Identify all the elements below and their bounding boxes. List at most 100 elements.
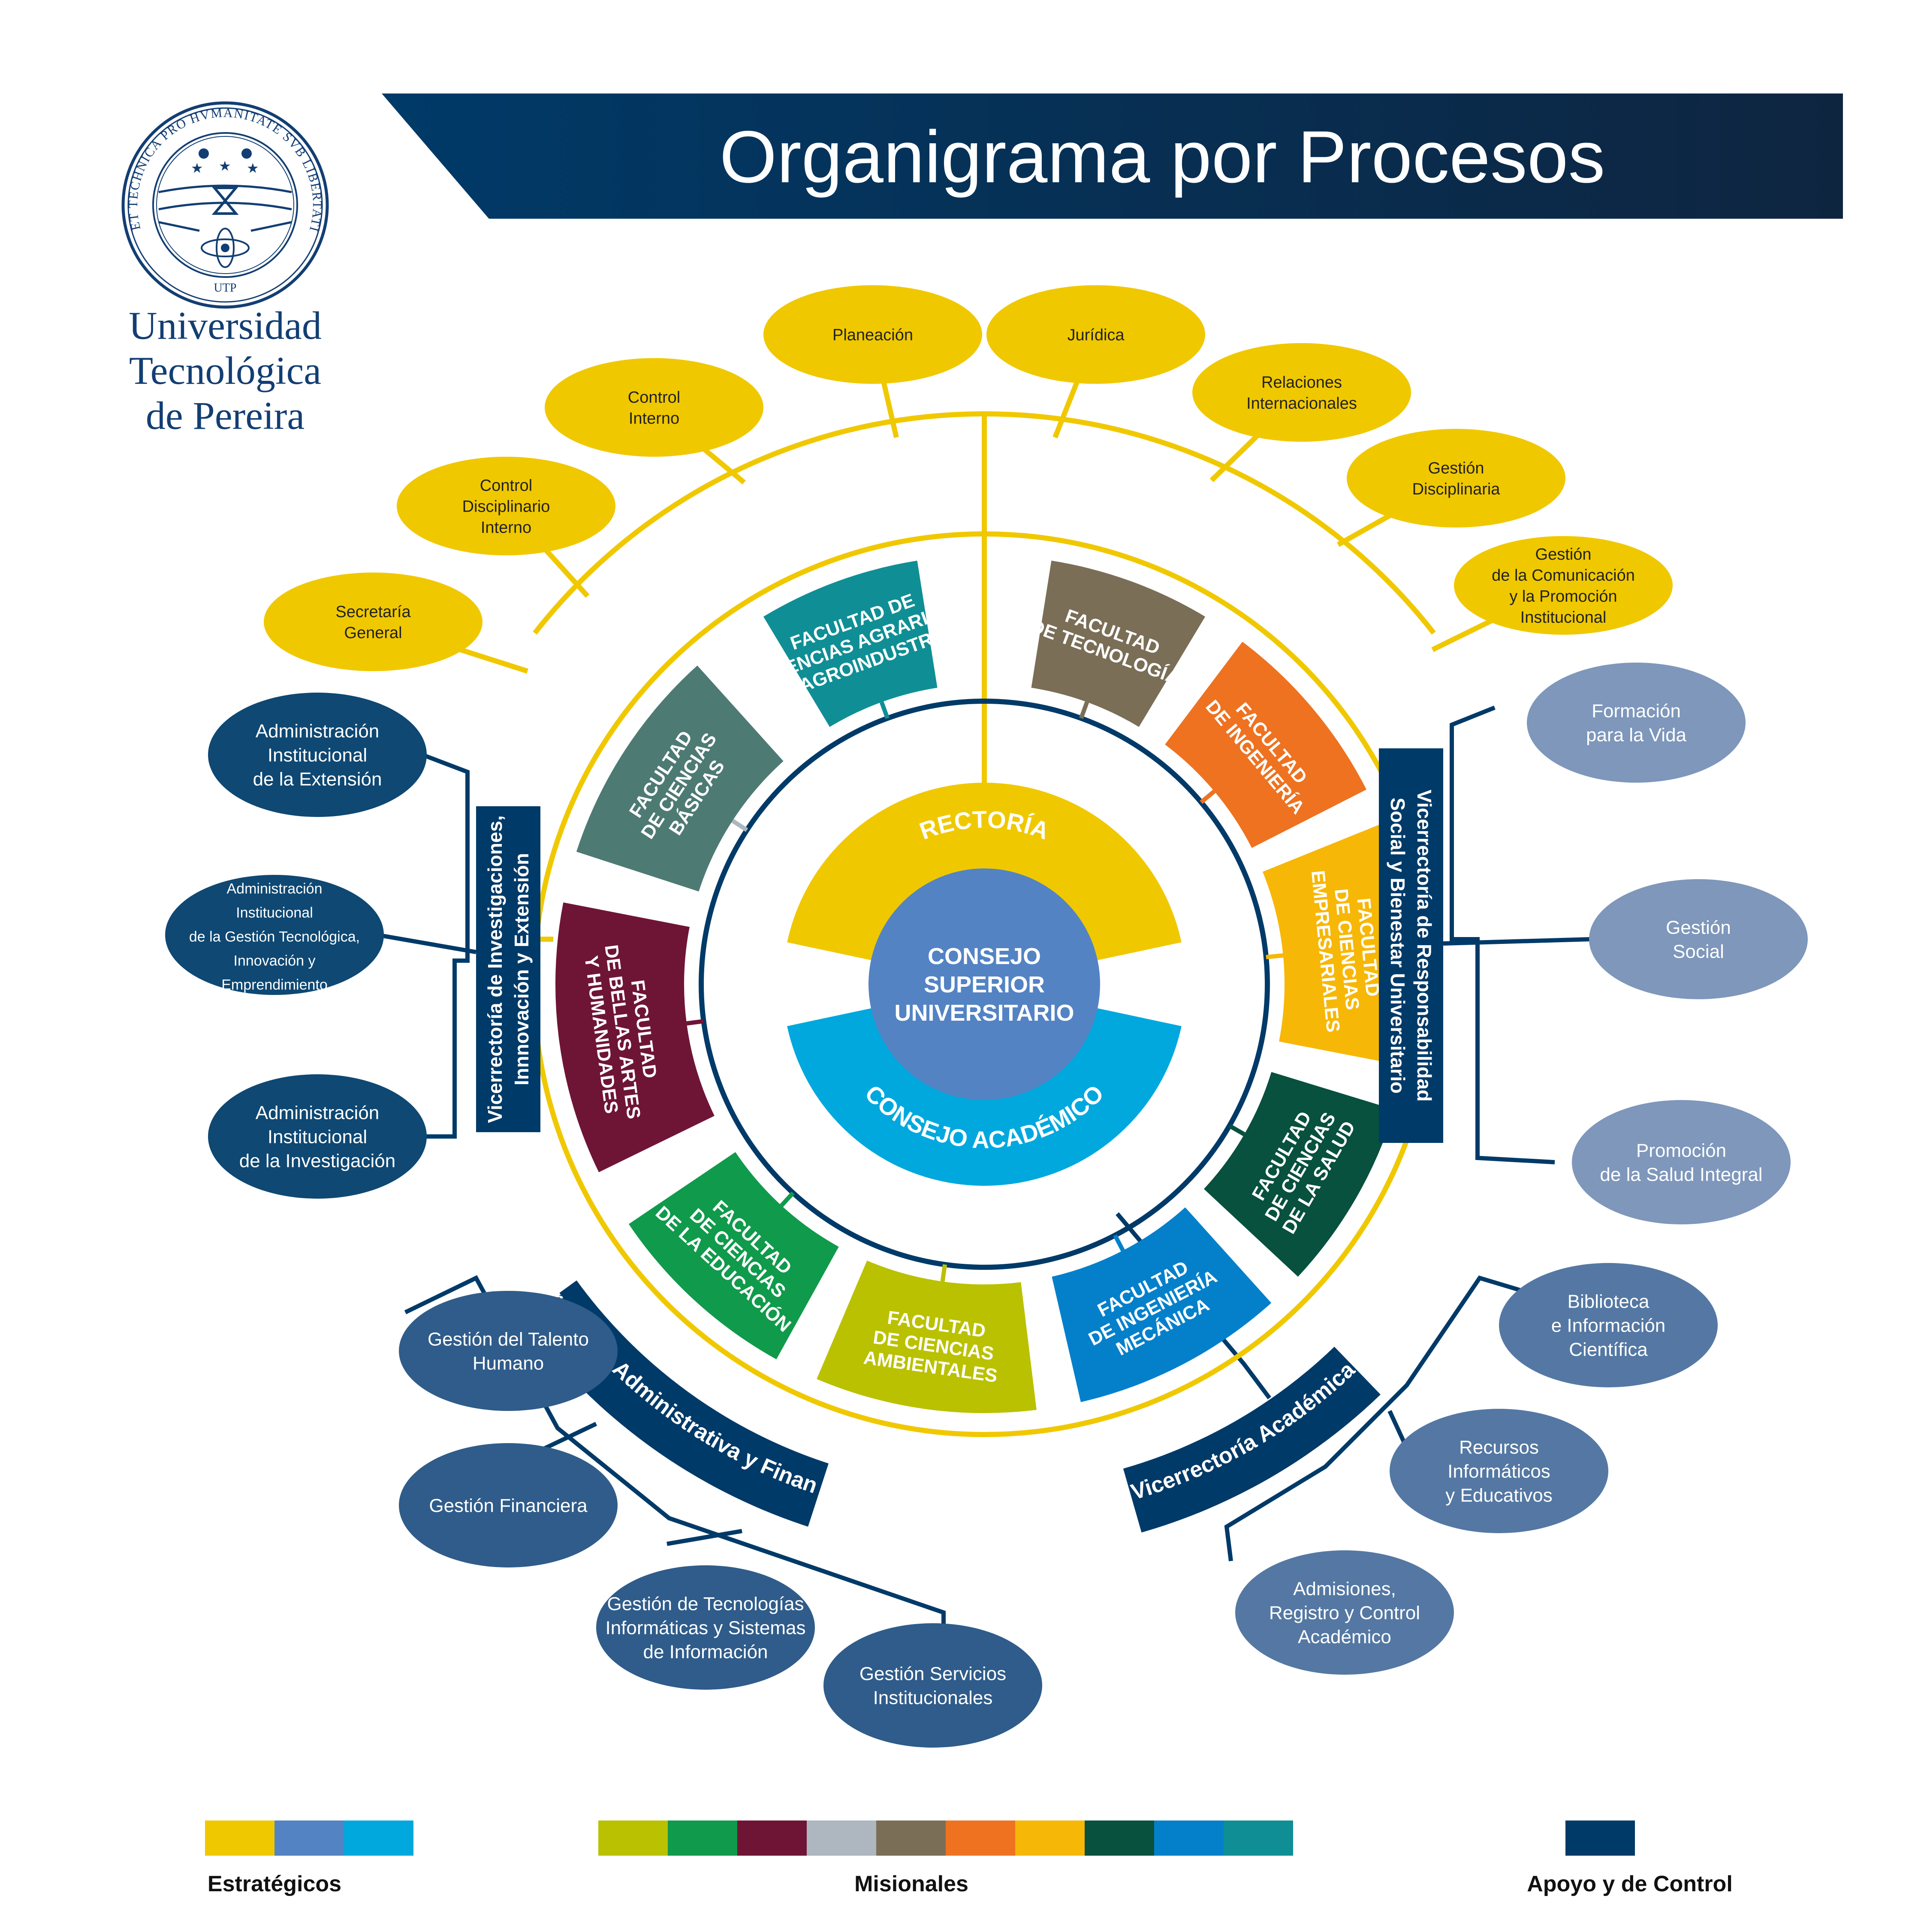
administrativa-unit-label-line: Informáticas y Sistemas [605,1617,805,1638]
administrativa-unit-label-line: Gestión del Talento [428,1329,589,1350]
administrativa-branch [404,1275,946,1630]
faculty-connector [1079,701,1089,719]
academica-unit-label-line: Registro y Control [1269,1602,1420,1623]
legend-swatch [1154,1820,1224,1856]
academica-unit-label-line: Biblioteca [1568,1291,1650,1312]
strategic-ellipse [1192,343,1411,442]
investigaciones-unit-label-line: de la Extensión [253,769,382,790]
faculty-connector [731,819,748,832]
academica-unit-ellipse [1235,1550,1454,1675]
responsabilidad-branch [1450,705,1555,1164]
strategic-ellipse [1454,536,1673,635]
legend-swatch [876,1820,946,1856]
investigaciones-unit-label-line: Institucional [268,744,367,766]
strategic-unit-label-line: Planeación [832,326,913,344]
academica-unit-label-line: Admisiones, [1293,1578,1396,1599]
faculty-band [628,1152,839,1359]
faculty-connector [780,1191,795,1207]
faculty-connector [1266,953,1284,959]
faculty-connector [1113,1234,1125,1252]
university-logo: SCIENTIA ET TECHNICA PRO HVMANITATE SVB … [121,101,329,437]
vicerrectoria-bar: Vicerrectoría de Investigaciones,Innnova… [476,806,540,1132]
responsabilidad-unit-label-line: Formación [1592,700,1681,721]
legend-swatch [668,1820,737,1856]
strategic-unit-label-line: Control [628,389,681,407]
faculty-band [576,665,784,892]
consejo-superior-text-line: CONSEJO [928,943,1041,969]
administrativa-unit-label-line: Institucionales [873,1687,993,1708]
strategic-unit-label-line: Disciplinario [462,497,550,515]
investigaciones-unit-label-line: de la Investigación [239,1150,395,1171]
faculty-band [1052,1207,1272,1402]
academica-branch [1224,1275,1523,1561]
logo-line-2: Tecnológica [129,349,321,392]
investigaciones-branch [377,933,476,954]
governance-core: CONSEJOSUPERIORUNIVERSITARIORECTORÍACONS… [787,782,1182,1186]
vicerrectoria-label-line: Vicerrectoría de Responsabilidad [1413,790,1435,1102]
legend-label: Estratégicos [208,1872,341,1896]
strategic-unit-label-line: Gestión [1535,546,1592,564]
strategic-unit-label-line: General [344,624,402,642]
investigaciones-unit-label-line: Emprendimiento [221,977,328,993]
administrativa-unit-label-line: de Información [643,1641,768,1662]
logo-line-3: de Pereira [146,394,305,437]
svg-text:★: ★ [191,160,203,176]
legend-swatch [274,1820,344,1856]
seal-abbreviation: UTP [214,281,237,295]
legend-swatch [1015,1820,1085,1856]
faculty-connector [1228,1124,1245,1136]
title-banner [382,93,1843,219]
administrativa-unit-label-line: Gestión Servicios [859,1663,1006,1684]
faculty-band [817,1260,1037,1413]
vicerrectoria-bar-shape [1379,748,1443,1143]
academica-unit-label-line: Académico [1298,1626,1391,1647]
faculty-connector [940,1264,947,1282]
legend-swatch [205,1820,274,1856]
page-title: Organigrama por Procesos [720,116,1605,198]
legend-label: Apoyo y de Control [1527,1872,1733,1896]
faculty-connector [1200,790,1216,804]
investigaciones-unit-label-line: Institucional [236,904,313,921]
strategic-unit-label-line: Gestión [1428,459,1484,477]
administrativa-branch [666,1529,742,1546]
university-seal: SCIENTIA ET TECHNICA PRO HVMANITATE SVB … [121,101,329,309]
investigaciones-unit-label-line: Administración [256,720,380,741]
consejo-superior-disc [868,868,1100,1100]
strategic-unit-label-line: Secretaría [335,603,411,621]
strategic-unit-bubble: Planeación [763,285,982,384]
investigaciones-unit-label-line: Institucional [268,1126,367,1147]
legend-swatch [946,1820,1015,1856]
faculty-band [555,902,715,1172]
strategic-unit-label-line: de la Comunicación [1492,567,1635,585]
academica-unit-ellipse [1390,1409,1608,1533]
legend-label: Misionales [854,1872,968,1896]
svg-text:★: ★ [247,160,259,176]
responsabilidad-unit-ellipse [1589,879,1808,999]
administrativa-unit-label-line: Humano [473,1353,544,1374]
responsabilidad-unit-ellipse [1572,1100,1791,1224]
academica-unit-ellipse [1499,1263,1718,1387]
svg-text:★: ★ [219,158,231,174]
legend-swatch [737,1820,807,1856]
strategic-unit-label-line: Institucional [1520,609,1607,627]
administrativa-unit-bubble: Gestión Financiera [399,1443,618,1567]
strategic-ellipse [264,573,482,671]
strategic-ellipse [397,457,615,555]
academica-unit-label-line: Recursos [1459,1437,1539,1458]
